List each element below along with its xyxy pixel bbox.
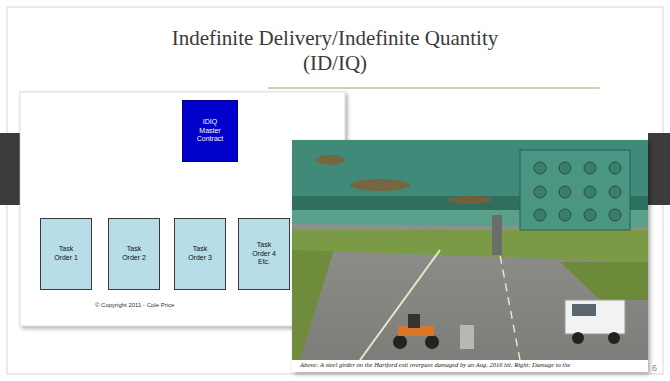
master-contract-box: IDIQ Master Contract: [182, 100, 238, 162]
slide-frame: [7, 7, 663, 374]
side-bar: [0, 133, 22, 205]
box-label: Task Order 1: [51, 245, 81, 263]
motorcycle: [393, 314, 439, 349]
photo: [292, 140, 648, 372]
slide-title: Indefinite Delivery/Indefinite Quantity …: [145, 26, 525, 76]
task-order-box: Task Order 3: [174, 218, 226, 290]
slide-number: 6: [652, 363, 657, 373]
task-order-box: Task Order 2: [108, 218, 160, 290]
photo-caption: Above: A steel girder on the Hartford ex…: [300, 361, 570, 368]
box-label: IDIQ Master Contract: [194, 118, 226, 144]
box-label: Task Order 4 Etc.: [249, 241, 279, 267]
pickup-truck: [565, 300, 625, 344]
copyright-note: © Copyright 2011 - Cole Price: [95, 302, 174, 308]
box-label: Task Order 2: [119, 245, 149, 263]
task-order-box: Task Order 1: [40, 218, 92, 290]
box-label: Task Order 3: [185, 245, 215, 263]
side-bar: [648, 133, 670, 205]
title-rule: [268, 87, 600, 88]
task-order-box: Task Order 4 Etc.: [238, 218, 290, 290]
